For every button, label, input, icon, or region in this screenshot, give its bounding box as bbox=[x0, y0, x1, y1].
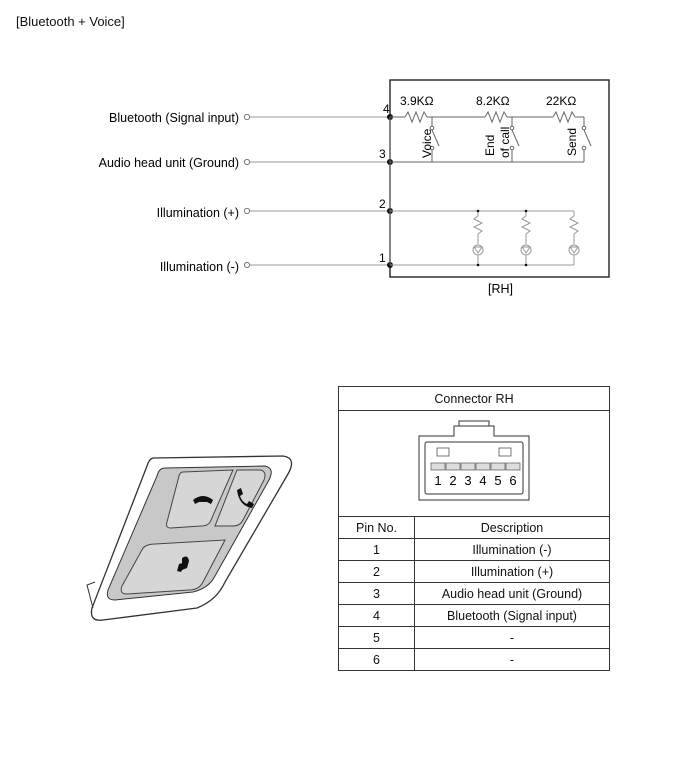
row-pin: 5 bbox=[338, 626, 415, 649]
pin-number-1: 1 bbox=[379, 251, 386, 265]
connector-pin-3: 3 bbox=[464, 473, 471, 488]
switch-label-send: Send bbox=[565, 128, 579, 156]
switch-label-end: End bbox=[483, 135, 497, 156]
table-row: 1 Illumination (-) bbox=[338, 538, 610, 561]
header-description: Description bbox=[414, 516, 610, 539]
illumination-leds bbox=[390, 210, 580, 266]
row-description: Illumination (+) bbox=[414, 560, 610, 583]
resistor-label-22k: 22KΩ bbox=[546, 94, 576, 108]
table-row: 4 Bluetooth (Signal input) bbox=[338, 604, 610, 627]
row-pin: 2 bbox=[338, 560, 415, 583]
page-heading: [Bluetooth + Voice] bbox=[16, 14, 125, 29]
voice-icon bbox=[177, 556, 189, 572]
input-label-bluetooth: Bluetooth (Signal input) bbox=[109, 111, 239, 125]
row-description: Bluetooth (Signal input) bbox=[414, 604, 610, 627]
row-description: - bbox=[414, 648, 610, 671]
panel-lower-lip bbox=[86, 581, 96, 609]
pin-number-2: 2 bbox=[379, 197, 386, 211]
switch-label-of-call: of call bbox=[498, 127, 512, 158]
row-pin: 1 bbox=[338, 538, 415, 561]
input-label-audio-ground: Audio head unit (Ground) bbox=[99, 156, 239, 170]
row-pin: 4 bbox=[338, 604, 415, 627]
voice-button bbox=[120, 539, 226, 595]
connector-pin-5: 5 bbox=[494, 473, 501, 488]
header-pin-no: Pin No. bbox=[338, 516, 415, 539]
resistor-label-8k2: 8.2KΩ bbox=[476, 94, 510, 108]
table-row: 6 - bbox=[338, 648, 610, 671]
connector-pin-1: 1 bbox=[434, 473, 441, 488]
connector-diagram: 1 2 3 4 5 6 bbox=[418, 420, 530, 500]
input-label-illum-plus: Illumination (+) bbox=[157, 206, 239, 220]
phone-icon bbox=[237, 488, 254, 508]
switch-label-voice: Voice bbox=[420, 128, 434, 158]
row-description: - bbox=[414, 626, 610, 649]
connector-diagram-cell: 1 2 3 4 5 6 bbox=[338, 410, 610, 517]
box-label-rh: [RH] bbox=[488, 282, 513, 296]
row-pin: 3 bbox=[338, 582, 415, 605]
pin-number-4: 4 bbox=[383, 102, 390, 116]
row-description: Illumination (-) bbox=[414, 538, 610, 561]
switch-panel-illustration bbox=[86, 455, 293, 621]
external-wires bbox=[250, 116, 390, 266]
table-header-row: Pin No. Description bbox=[338, 516, 610, 539]
row-description: Audio head unit (Ground) bbox=[414, 582, 610, 605]
row-pin: 6 bbox=[338, 648, 415, 671]
end-call-icon bbox=[193, 496, 213, 504]
connector-pin-2: 2 bbox=[449, 473, 456, 488]
table-row: 3 Audio head unit (Ground) bbox=[338, 582, 610, 605]
wiring-schematic: Bluetooth (Signal input) Audio head unit… bbox=[99, 79, 610, 296]
input-label-illum-minus: Illumination (-) bbox=[160, 260, 239, 274]
connector-pin-4: 4 bbox=[479, 473, 486, 488]
terminal-circles bbox=[243, 113, 251, 269]
connector-pin-6: 6 bbox=[509, 473, 516, 488]
connector-table: Connector RH 1 2 3 4 5 bbox=[338, 386, 610, 671]
table-row: 5 - bbox=[338, 626, 610, 649]
resistor-chain bbox=[389, 110, 592, 265]
resistor-label-3k9: 3.9KΩ bbox=[400, 94, 434, 108]
pin-number-3: 3 bbox=[379, 147, 386, 161]
table-row: 2 Illumination (+) bbox=[338, 560, 610, 583]
led-junctions bbox=[476, 209, 528, 267]
connector-title: Connector RH bbox=[338, 386, 610, 411]
